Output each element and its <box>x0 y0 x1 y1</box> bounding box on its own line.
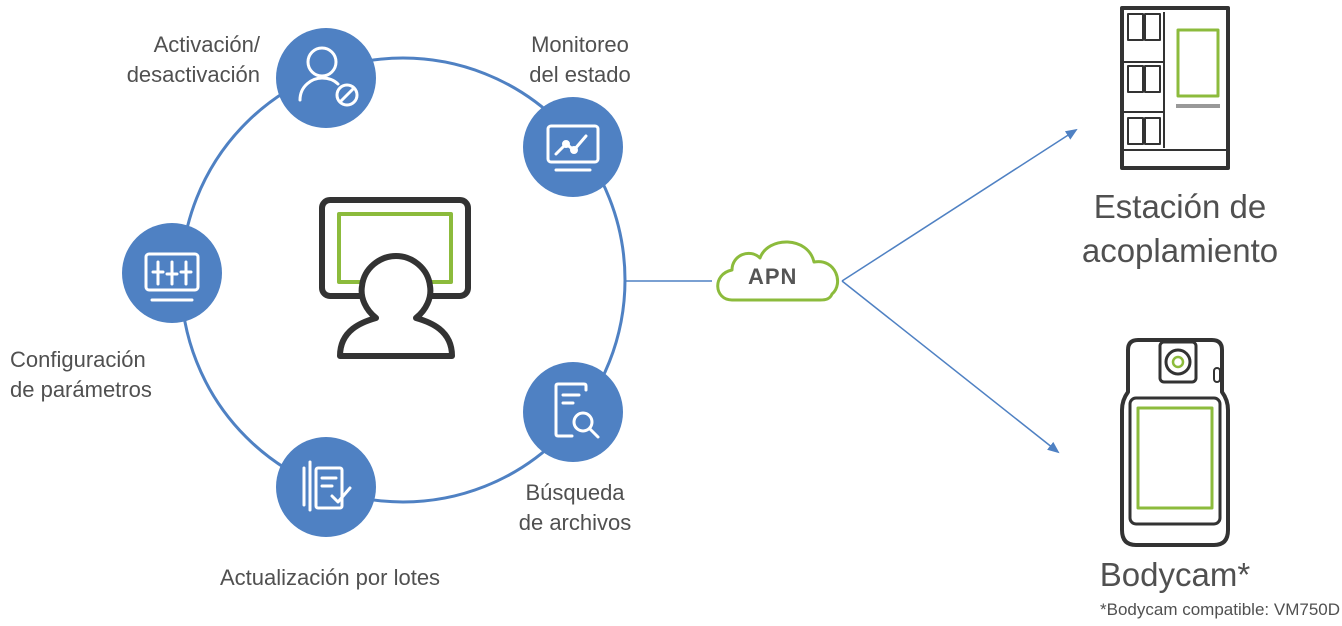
dock-label-line1: Estación de <box>1093 188 1267 225</box>
batch-node <box>276 437 376 537</box>
docking-station-icon <box>1120 6 1230 170</box>
document-search-icon <box>554 382 600 439</box>
monitoring-node <box>523 97 623 197</box>
config-node <box>122 223 222 323</box>
batch-label-line1: Actualización por lotes <box>219 565 441 590</box>
search-label: Búsqueda de archivos <box>500 478 650 538</box>
search-node <box>523 362 623 462</box>
bodycam-footnote: *Bodycam compatible: VM750D <box>1100 600 1341 619</box>
dock-label: Estación de acoplamiento <box>1040 185 1320 273</box>
bodycam-icon <box>1120 338 1230 547</box>
monitoring-label: Monitoreo del estado <box>505 30 655 90</box>
search-label-line2: de archivos <box>518 510 632 535</box>
config-label-line1: Configuración <box>10 347 146 372</box>
cloud-to-dock-arrow <box>841 128 1078 282</box>
activation-label-line2: desactivación <box>126 62 260 87</box>
search-label-line1: Búsqueda <box>525 480 625 505</box>
config-label: Configuración de parámetros <box>10 345 210 405</box>
dock-label-line2: acoplamiento <box>1081 232 1279 269</box>
operator-screen-icon <box>319 197 471 359</box>
apn-label: APN <box>748 264 798 289</box>
monitoring-label-line2: del estado <box>529 62 631 87</box>
apn-cloud-icon <box>716 240 840 302</box>
documents-check-icon <box>302 460 352 512</box>
batch-label: Actualización por lotes <box>180 563 480 593</box>
bodycam-label: Bodycam* <box>1099 556 1251 593</box>
activation-node <box>276 28 376 128</box>
sliders-icon <box>144 252 200 302</box>
user-block-icon <box>298 46 359 107</box>
activation-label-line1: Activación/ <box>153 32 260 57</box>
cloud-to-bodycam-arrow <box>841 280 1060 454</box>
monitoring-label-line1: Monitoreo <box>531 32 629 57</box>
activation-label: Activación/ desactivación <box>100 30 260 90</box>
config-label-line2: de parámetros <box>10 377 152 402</box>
monitor-chart-icon <box>546 124 600 172</box>
